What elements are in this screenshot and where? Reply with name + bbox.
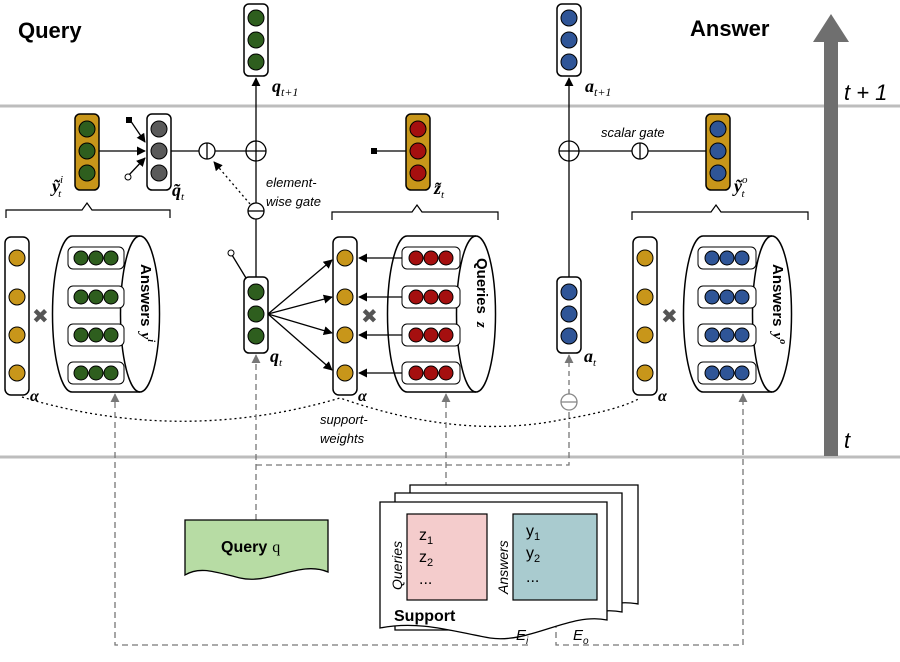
ytilde-to-qtilde-arrows: [99, 119, 146, 177]
label-element-gate-2: wise gate: [266, 194, 321, 209]
heading-answer: Answer: [690, 16, 770, 41]
support-y1: y1: [526, 523, 540, 543]
times-icon-3: ✖: [661, 306, 678, 328]
queries-row-3: [401, 323, 461, 347]
label-q-next: qt+1: [272, 76, 298, 99]
a-t-vector: [556, 276, 582, 354]
answers-i-row-1: [67, 246, 125, 270]
label-support-answers: Answers: [495, 540, 511, 595]
label-z-tilde: z̃t: [433, 178, 445, 201]
support-z1: z1: [419, 527, 433, 547]
time-arrow: [813, 14, 849, 456]
label-scalar-gate: scalar gate: [601, 125, 665, 140]
q-t-vector: [243, 276, 269, 354]
y-i-tilde-vector: [74, 113, 100, 191]
times-icon-1: ✖: [32, 306, 49, 328]
answers-o-row-2: [697, 285, 757, 309]
label-answers-o: Answersyo: [769, 264, 788, 344]
support-queries-panel: [406, 513, 488, 601]
brace-answer: [631, 203, 809, 220]
alpha-vector-1: [4, 236, 30, 396]
label-alpha-3: α: [658, 388, 668, 405]
queries-to-alpha2-arrows: [358, 253, 402, 378]
times-icon-2: ✖: [361, 306, 378, 328]
q-tilde-vector: [146, 113, 172, 191]
support-z-dots: ...: [419, 571, 432, 588]
gate-square-marker: [126, 117, 132, 123]
label-alpha-1: α: [30, 388, 40, 405]
alpha-vector-3: [632, 236, 658, 396]
answers-i-row-2: [67, 285, 125, 309]
brace-middle: [331, 203, 499, 220]
scalar-gate-query: [198, 142, 216, 160]
answers-i-memory: [51, 235, 161, 393]
label-support: Support: [394, 608, 456, 625]
a-next-vector: [556, 3, 582, 77]
support-weights-curve: [21, 396, 641, 428]
label-q-t: qt: [270, 346, 283, 369]
gate-open-marker: [124, 173, 132, 181]
qt-gate-stub: [231, 254, 247, 279]
heading-query: Query: [18, 18, 82, 43]
alpha-vector-2: [332, 236, 358, 396]
time-label-current: t: [844, 428, 851, 453]
label-queries-z: Queriesz: [473, 258, 490, 328]
support-y-dots: ...: [526, 569, 539, 586]
dashed-feed-lines: [110, 354, 748, 646]
support-z2: z2: [419, 549, 433, 569]
q-next-vector: [243, 3, 269, 77]
time-label-next: t + 1: [844, 80, 887, 105]
label-q-tilde: q̃t: [172, 180, 185, 203]
label-element-gate-1: element-: [266, 175, 317, 190]
element-gate-dotted-arrow: [213, 161, 251, 205]
answers-i-row-4: [67, 361, 125, 385]
a-t-minus-gate: [560, 393, 578, 411]
element-wise-gate-node: [247, 202, 265, 220]
plus-node-query: [245, 140, 267, 162]
queries-row-4: [401, 361, 461, 385]
z-tilde-square-marker: [371, 148, 377, 154]
answers-i-row-3: [67, 323, 125, 347]
query-box: [184, 519, 329, 580]
label-e-i: Ei: [516, 627, 529, 647]
qt-gate-open-marker: [227, 249, 235, 257]
scalar-gate-answer: [631, 142, 649, 160]
queries-row-1: [401, 246, 461, 270]
label-support-weights-1: support-: [320, 412, 368, 427]
queries-row-2: [401, 285, 461, 309]
plus-node-answer: [558, 140, 580, 162]
label-support-weights-2: weights: [320, 431, 365, 446]
queries-memory: [386, 235, 497, 393]
support-y2: y2: [526, 545, 540, 565]
label-answers-i: Answersyi: [137, 264, 156, 342]
answers-o-row-1: [697, 246, 757, 270]
qt-to-alpha2-arrows: [267, 259, 333, 371]
label-e-o: Eo: [573, 627, 589, 647]
label-support-queries: Queries: [389, 541, 405, 590]
answers-o-memory: [682, 235, 793, 393]
z-tilde-vector: [405, 113, 431, 191]
answers-o-row-4: [697, 361, 757, 385]
y-o-tilde-vector: [705, 113, 731, 191]
brace-query: [5, 201, 171, 218]
answers-o-row-3: [697, 323, 757, 347]
support-answers-panel: [512, 513, 598, 601]
label-a-next: at+1: [585, 76, 611, 99]
label-a-t: at: [584, 346, 597, 369]
label-alpha-2: α: [358, 388, 368, 405]
